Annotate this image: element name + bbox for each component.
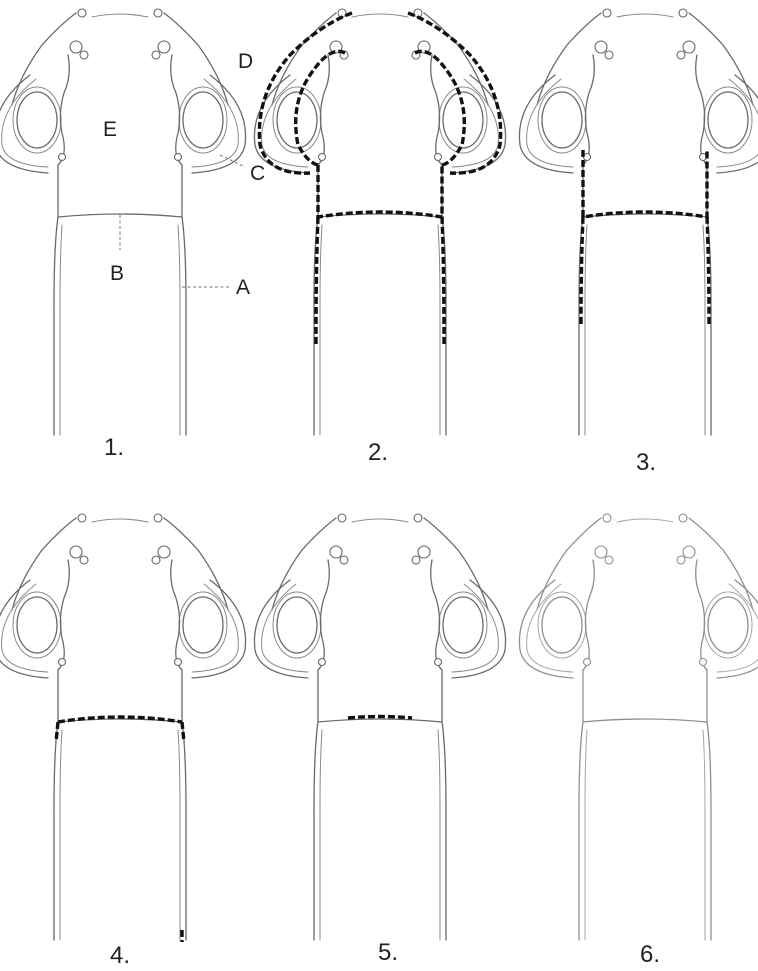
caption-figure-6: 6.: [640, 941, 660, 968]
figure-6: [519, 514, 758, 940]
label-D: D: [238, 50, 253, 73]
caption-figure-5: 5.: [378, 939, 398, 966]
figure-5: [254, 514, 505, 940]
label-A: A: [236, 276, 250, 299]
figure-1: [0, 9, 246, 435]
caption-figure-3: 3.: [636, 449, 656, 476]
caption-figure-4: 4.: [110, 942, 130, 969]
label-C: C: [250, 162, 265, 185]
figure-4: [0, 514, 246, 942]
caption-figure-1: 1.: [104, 434, 124, 461]
figure-2: [254, 9, 505, 435]
caption-figure-2: 2.: [368, 439, 388, 466]
label-E: E: [103, 118, 117, 141]
label-B: B: [110, 262, 124, 285]
figure-3: [519, 9, 758, 435]
